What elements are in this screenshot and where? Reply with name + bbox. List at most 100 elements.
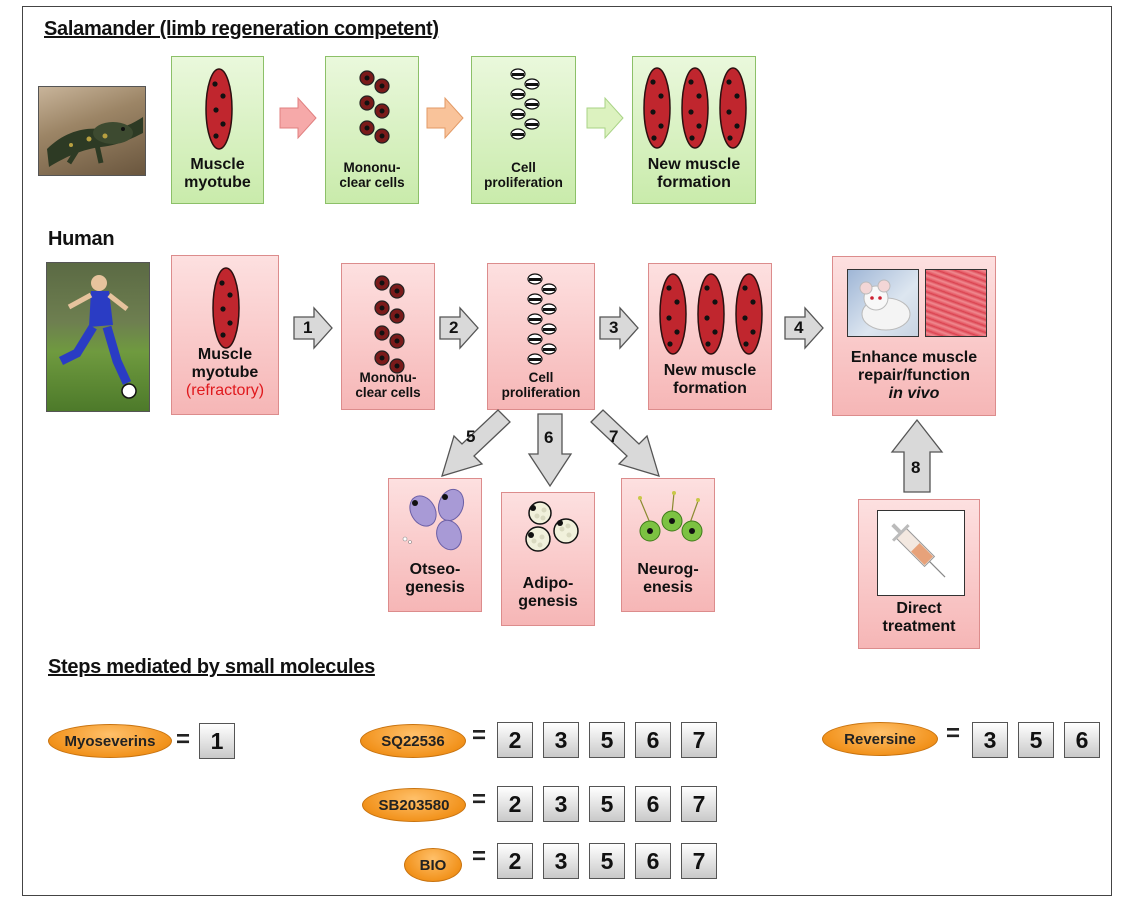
salamander-image bbox=[47, 117, 143, 167]
syringe-icon bbox=[891, 523, 946, 578]
h4-line1: New muscle bbox=[663, 362, 757, 379]
salamander-photo bbox=[38, 86, 146, 176]
direct-line1: Direct bbox=[896, 600, 942, 617]
equals-sign: = bbox=[472, 722, 487, 749]
step-box: 2 bbox=[497, 722, 533, 758]
step-box: 6 bbox=[1064, 722, 1100, 758]
adipogenesis-box: Adipo-genesis bbox=[501, 492, 595, 626]
soccer-player-photo bbox=[46, 262, 150, 412]
green-arrow-icon bbox=[586, 96, 624, 140]
adipo-line1: Adipo- bbox=[522, 575, 574, 592]
s2-line1: Mononu- bbox=[343, 160, 401, 175]
human-mononuclear-box: Mononu-clear cells bbox=[341, 263, 435, 410]
step-box: 3 bbox=[543, 786, 579, 822]
h4-line2: formation bbox=[673, 379, 747, 397]
steps-heading: Steps mediated by small molecules bbox=[48, 656, 375, 678]
step-1-number: 1 bbox=[303, 318, 313, 337]
mouse-image bbox=[859, 279, 911, 331]
human-myotube-box: Muscle myotube (refractory) bbox=[171, 255, 279, 415]
osteogenesis-box: Otseo-genesis bbox=[388, 478, 482, 612]
orange-arrow-icon bbox=[426, 96, 464, 140]
osteo-line1: Otseo- bbox=[409, 561, 461, 578]
refractory-label: (refractory) bbox=[185, 381, 265, 399]
equals-sign: = bbox=[946, 720, 961, 747]
h3-line1: Cell bbox=[528, 370, 554, 385]
mononuclear-cells-icon bbox=[359, 70, 390, 144]
step-arrow-icon bbox=[439, 306, 479, 350]
step-box: 3 bbox=[543, 843, 579, 879]
step-box: 1 bbox=[199, 723, 235, 759]
new-muscle-icon bbox=[659, 273, 763, 355]
step-box: 6 bbox=[635, 786, 671, 822]
s2-line2: clear cells bbox=[339, 175, 405, 191]
salamander-heading: Salamander (limb regeneration competent) bbox=[44, 18, 439, 40]
equals-sign: = bbox=[176, 726, 191, 753]
step-box: 6 bbox=[635, 722, 671, 758]
step-box: 2 bbox=[497, 786, 533, 822]
s1-line1: Muscle bbox=[190, 156, 245, 173]
step-box: 7 bbox=[681, 786, 717, 822]
step-5-number: 5 bbox=[466, 427, 476, 446]
mouse-photo bbox=[847, 269, 919, 337]
step-box: 5 bbox=[589, 722, 625, 758]
figure-frame bbox=[22, 6, 1112, 896]
direct-line2: treatment bbox=[882, 617, 956, 635]
h2-line2: clear cells bbox=[355, 385, 421, 401]
neuro-line1: Neurog- bbox=[637, 561, 699, 578]
equals-sign: = bbox=[472, 843, 487, 870]
step-box: 6 bbox=[635, 843, 671, 879]
in-vivo-label: in vivo bbox=[888, 384, 940, 402]
step-box: 7 bbox=[681, 722, 717, 758]
syringe-photo bbox=[877, 510, 965, 596]
h1-line1: Muscle bbox=[197, 346, 253, 363]
step-arrow-icon bbox=[784, 306, 824, 350]
h1-line2: myotube bbox=[191, 363, 259, 381]
neuro-line2: enesis bbox=[643, 578, 693, 596]
step-box: 7 bbox=[681, 843, 717, 879]
bio-pill: BIO bbox=[404, 848, 462, 882]
pink-arrow-icon bbox=[279, 96, 317, 140]
step-7-number: 7 bbox=[609, 427, 619, 446]
reversine-pill: Reversine bbox=[822, 722, 938, 756]
myotube-icon bbox=[212, 267, 240, 349]
new-muscle-icon bbox=[643, 67, 747, 149]
step-box: 5 bbox=[1018, 722, 1054, 758]
step-box: 3 bbox=[543, 722, 579, 758]
equals-sign: = bbox=[472, 786, 487, 813]
neurons-icon bbox=[638, 491, 703, 542]
h5-line2: repair/function bbox=[857, 366, 970, 384]
muscle-tissue-photo bbox=[925, 269, 987, 337]
step-2-number: 2 bbox=[449, 318, 459, 337]
step-4-number: 4 bbox=[794, 318, 804, 337]
adipo-line2: genesis bbox=[518, 592, 578, 610]
mononuclear-cells-icon bbox=[374, 275, 405, 374]
h3-line2: proliferation bbox=[501, 385, 581, 401]
human-enhance-repair-box: Enhance muscle repair/function in vivo bbox=[832, 256, 996, 416]
step-box: 5 bbox=[589, 786, 625, 822]
myotube-icon bbox=[205, 68, 233, 150]
osteo-cells-icon bbox=[402, 488, 465, 551]
step-5-arrow-icon bbox=[441, 409, 511, 477]
step-8-number: 8 bbox=[911, 458, 921, 477]
soccer-player-image bbox=[58, 275, 137, 399]
step-box: 2 bbox=[497, 843, 533, 879]
human-heading: Human bbox=[48, 228, 115, 250]
proliferating-cells-icon bbox=[510, 68, 540, 140]
h2-line1: Mononu- bbox=[359, 370, 417, 385]
step-6-arrow-icon bbox=[527, 413, 573, 488]
proliferating-cells-icon bbox=[527, 273, 557, 365]
step-box: 5 bbox=[589, 843, 625, 879]
step-box: 3 bbox=[972, 722, 1008, 758]
step-8-arrow-icon bbox=[890, 418, 944, 493]
s3-line1: Cell bbox=[511, 160, 536, 175]
neurogenesis-box: Neurog-enesis bbox=[621, 478, 715, 612]
s4-line1: New muscle bbox=[647, 156, 741, 173]
salamander-mononuclear-box: Mononu-clear cells bbox=[325, 56, 419, 204]
step-7-arrow-icon bbox=[590, 409, 660, 477]
s4-line2: formation bbox=[657, 173, 731, 191]
